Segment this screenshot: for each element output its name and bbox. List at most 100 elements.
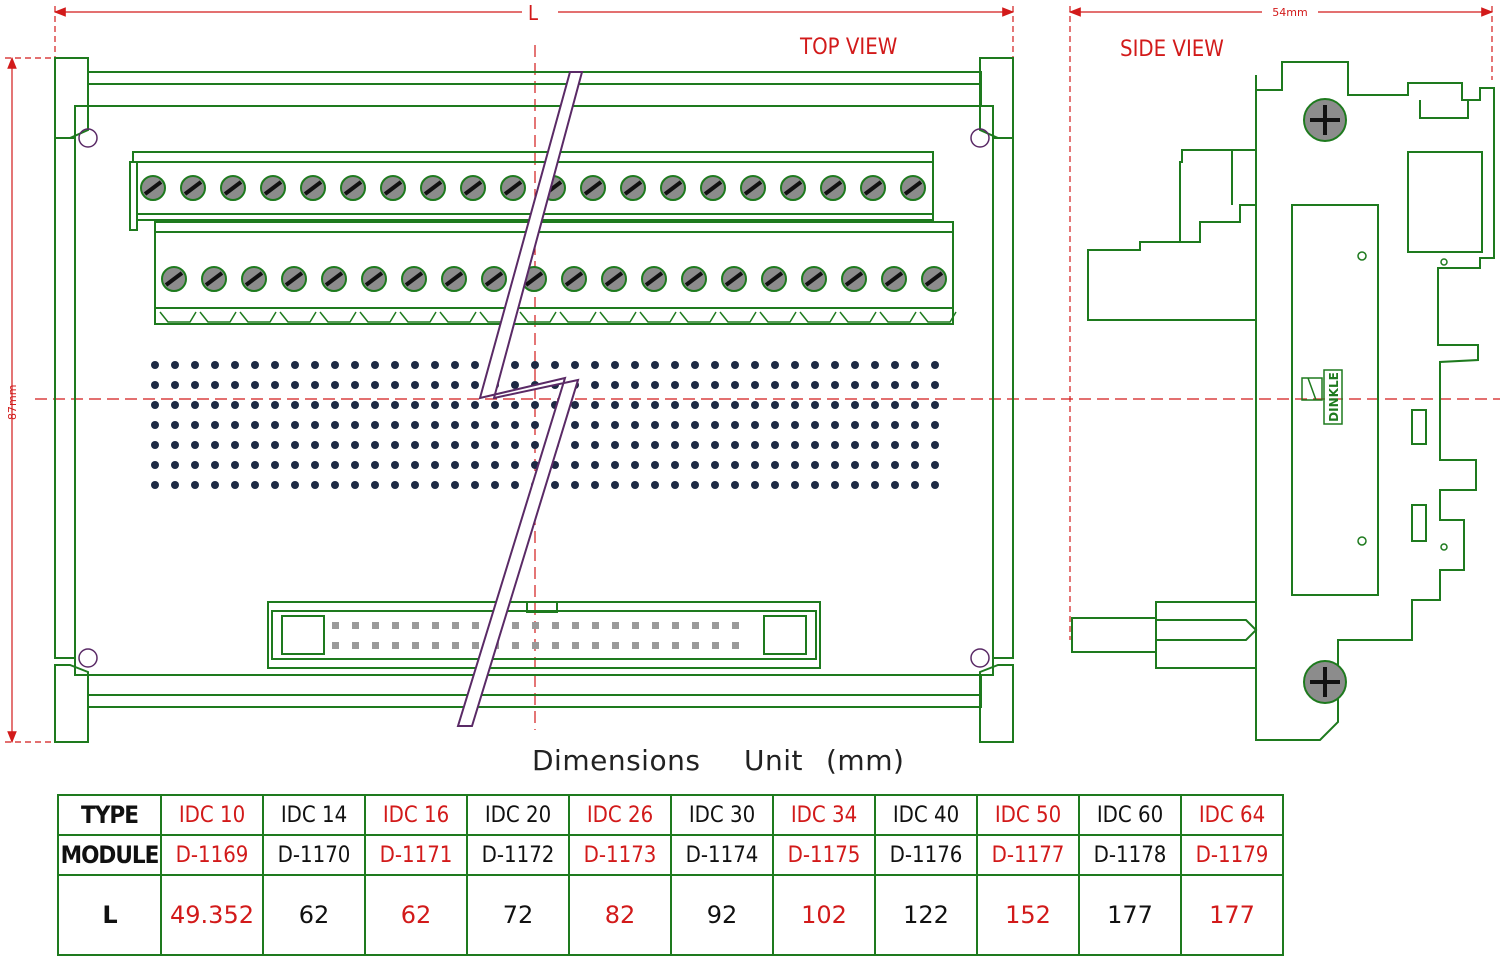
grid-hole	[271, 401, 279, 409]
grid-hole	[471, 461, 479, 469]
grid-hole	[611, 381, 619, 389]
grid-hole	[851, 361, 859, 369]
screw-slot	[183, 180, 203, 196]
grid-hole	[591, 401, 599, 409]
caption-unit-label: Unit	[744, 744, 803, 777]
grid-hole	[651, 361, 659, 369]
grid-hole	[151, 381, 159, 389]
grid-hole	[391, 481, 399, 489]
idc-pin	[632, 642, 639, 649]
grid-hole	[471, 401, 479, 409]
grid-hole	[251, 481, 259, 489]
cell-module: D-1174	[670, 834, 774, 876]
grid-hole	[611, 421, 619, 429]
grid-hole	[791, 421, 799, 429]
grid-hole	[351, 441, 359, 449]
screw-slot	[564, 271, 584, 287]
screw-slot	[383, 180, 403, 196]
screw-slot	[783, 180, 803, 196]
terminal-tab	[839, 311, 877, 323]
idc-pin	[672, 622, 679, 629]
side-view-label: SIDE VIEW	[1120, 37, 1224, 62]
grid-hole	[411, 481, 419, 489]
idc-pin	[552, 642, 559, 649]
grid-hole	[171, 461, 179, 469]
side-view-small-holes	[1357, 251, 1448, 551]
grid-hole	[651, 441, 659, 449]
grid-hole	[151, 461, 159, 469]
terminal-tab	[599, 311, 637, 323]
caption-title: Dimensions	[532, 744, 701, 777]
grid-hole	[211, 441, 219, 449]
idc-pin	[672, 642, 679, 649]
break-line	[456, 71, 584, 727]
idc-pin	[352, 642, 359, 649]
idc-pin	[632, 622, 639, 629]
grid-hole	[451, 401, 459, 409]
grid-hole	[471, 481, 479, 489]
cell-module: D-1171	[364, 834, 468, 876]
grid-hole	[251, 401, 259, 409]
grid-hole	[451, 421, 459, 429]
grid-hole	[351, 481, 359, 489]
idc-pin	[612, 642, 619, 649]
screw-slot	[623, 180, 643, 196]
grid-hole	[831, 461, 839, 469]
grid-hole	[591, 421, 599, 429]
grid-hole	[851, 421, 859, 429]
grid-hole	[251, 421, 259, 429]
grid-hole	[691, 481, 699, 489]
grid-hole	[431, 461, 439, 469]
cell-module: D-1169	[160, 834, 264, 876]
terminal-tab	[399, 311, 437, 323]
grid-hole	[491, 461, 499, 469]
grid-hole	[331, 361, 339, 369]
grid-hole	[411, 461, 419, 469]
idc-pin	[352, 622, 359, 629]
grid-hole	[571, 481, 579, 489]
grid-hole	[171, 441, 179, 449]
cell-module: D-1179	[1180, 834, 1284, 876]
grid-hole	[631, 421, 639, 429]
screw-slot	[223, 180, 243, 196]
dim-length-label: L	[528, 1, 538, 25]
idc-pin	[332, 642, 339, 649]
grid-hole	[531, 401, 539, 409]
grid-hole	[591, 361, 599, 369]
grid-hole	[931, 361, 939, 369]
terminal-tab	[799, 311, 837, 323]
grid-hole	[611, 441, 619, 449]
grid-hole	[251, 381, 259, 389]
grid-hole	[211, 461, 219, 469]
side-view-screws	[1303, 98, 1347, 704]
grid-hole	[751, 461, 759, 469]
idc-pin	[592, 642, 599, 649]
grid-hole	[271, 461, 279, 469]
grid-hole	[591, 381, 599, 389]
grid-hole	[431, 401, 439, 409]
grid-hole	[431, 421, 439, 429]
grid-hole	[151, 361, 159, 369]
idc-pin	[732, 622, 739, 629]
screw-slot	[503, 180, 523, 196]
screw-slot	[863, 180, 883, 196]
grid-hole	[871, 381, 879, 389]
terminal-tab	[879, 311, 917, 323]
screw-slot	[823, 180, 843, 196]
grid-hole	[751, 361, 759, 369]
grid-hole	[311, 361, 319, 369]
grid-hole	[611, 361, 619, 369]
idc-pin	[472, 642, 479, 649]
cell-module: D-1175	[772, 834, 876, 876]
cell-module: D-1176	[874, 834, 978, 876]
grid-hole	[411, 421, 419, 429]
grid-hole	[211, 361, 219, 369]
terminal-tab	[679, 311, 717, 323]
grid-hole	[591, 481, 599, 489]
grid-hole	[231, 401, 239, 409]
terminal-tab	[239, 311, 277, 323]
terminal-tab	[719, 311, 757, 323]
screw-slot	[804, 271, 824, 287]
grid-hole	[931, 401, 939, 409]
